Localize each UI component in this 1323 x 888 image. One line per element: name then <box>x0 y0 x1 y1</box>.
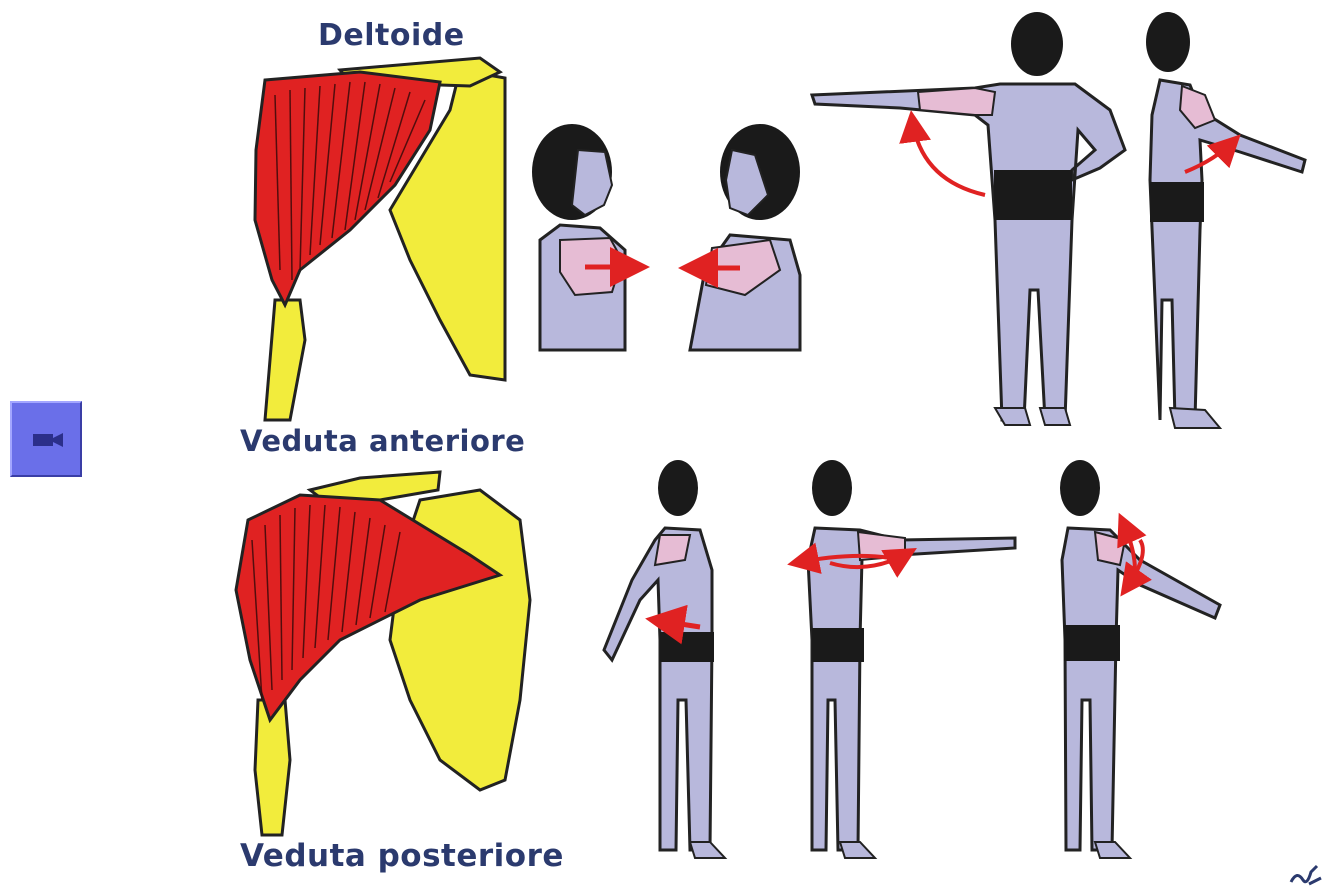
play-video-button[interactable] <box>10 401 82 477</box>
side-view-figure-top <box>1146 12 1305 428</box>
anterior-view-label: Veduta anteriore <box>240 424 525 458</box>
anterior-shoulder-illustration <box>255 58 505 420</box>
back-view-figure <box>812 12 1125 425</box>
diagram-title: Deltoide <box>318 18 465 53</box>
posterior-shoulder-illustration <box>236 472 530 835</box>
side-figure-arm-forward <box>795 460 1015 858</box>
profile-bust-left <box>532 124 640 350</box>
signature-mark <box>1283 862 1323 888</box>
side-figure-arm-down <box>604 460 725 858</box>
profile-bust-right <box>688 124 800 350</box>
video-camera-icon <box>33 432 63 448</box>
posterior-view-label: Veduta posteriore <box>240 838 564 874</box>
side-figure-arm-rotation <box>1060 460 1220 858</box>
